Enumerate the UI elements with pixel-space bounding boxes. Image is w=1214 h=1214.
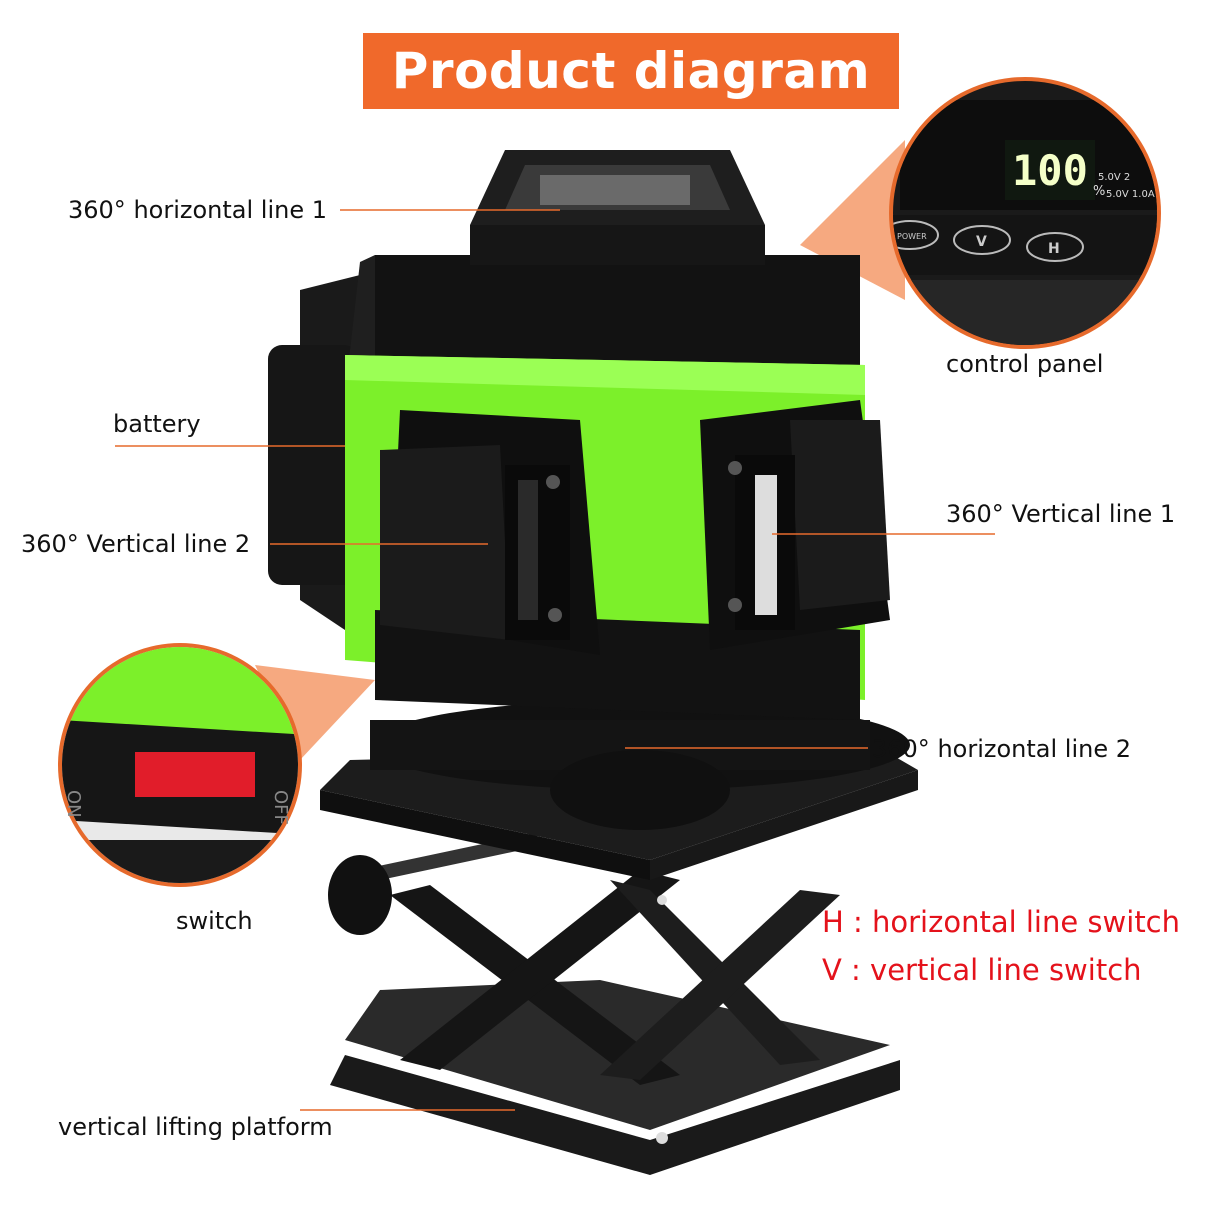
callout-lines — [115, 209, 995, 1111]
vertical-laser-window-1 — [700, 400, 890, 650]
battery-pack — [268, 345, 358, 585]
label-switch: switch — [176, 907, 253, 935]
page-title: Product diagram — [391, 42, 871, 100]
h-button-label: H — [1048, 241, 1060, 257]
switch-zoom-wedge — [255, 665, 375, 760]
power-switch — [135, 752, 255, 797]
power-button-label: POWER — [897, 232, 927, 241]
display-readout: 100 — [1012, 146, 1088, 195]
adjust-knob — [328, 855, 392, 935]
display-voltage-2: 5.0V 1.0A — [1106, 189, 1155, 200]
legend-h-switch: H : horizontal line switch — [822, 905, 1181, 939]
control-panel-zoom: 100 % 5.0V 2 5.0V 1.0A POWER V H — [889, 77, 1161, 349]
v-button-label: V — [976, 234, 987, 250]
label-horizontal-line-2: 360° horizontal line 2 — [872, 735, 1131, 763]
laser-level-body — [268, 150, 890, 720]
display-percent: % — [1093, 184, 1105, 199]
label-vertical-line-1: 360° Vertical line 1 — [946, 500, 1176, 528]
vertical-laser-window-2 — [380, 410, 600, 655]
label-control-panel: control panel — [946, 350, 1104, 378]
control-panel-zoom-wedge — [800, 140, 905, 300]
switch-off-label: OFF — [270, 790, 291, 825]
switch-on-label: ON — [63, 790, 84, 818]
rotating-base — [370, 700, 910, 830]
title-banner: Product diagram — [363, 33, 899, 109]
label-horizontal-line-1: 360° horizontal line 1 — [68, 196, 327, 224]
label-vertical-line-2: 360° Vertical line 2 — [21, 530, 251, 558]
label-lifting-platform: vertical lifting platform — [58, 1113, 333, 1141]
legend-v-switch: V : vertical line switch — [822, 953, 1142, 987]
label-battery: battery — [113, 410, 201, 438]
display-voltage-1: 5.0V 2 — [1098, 172, 1130, 183]
